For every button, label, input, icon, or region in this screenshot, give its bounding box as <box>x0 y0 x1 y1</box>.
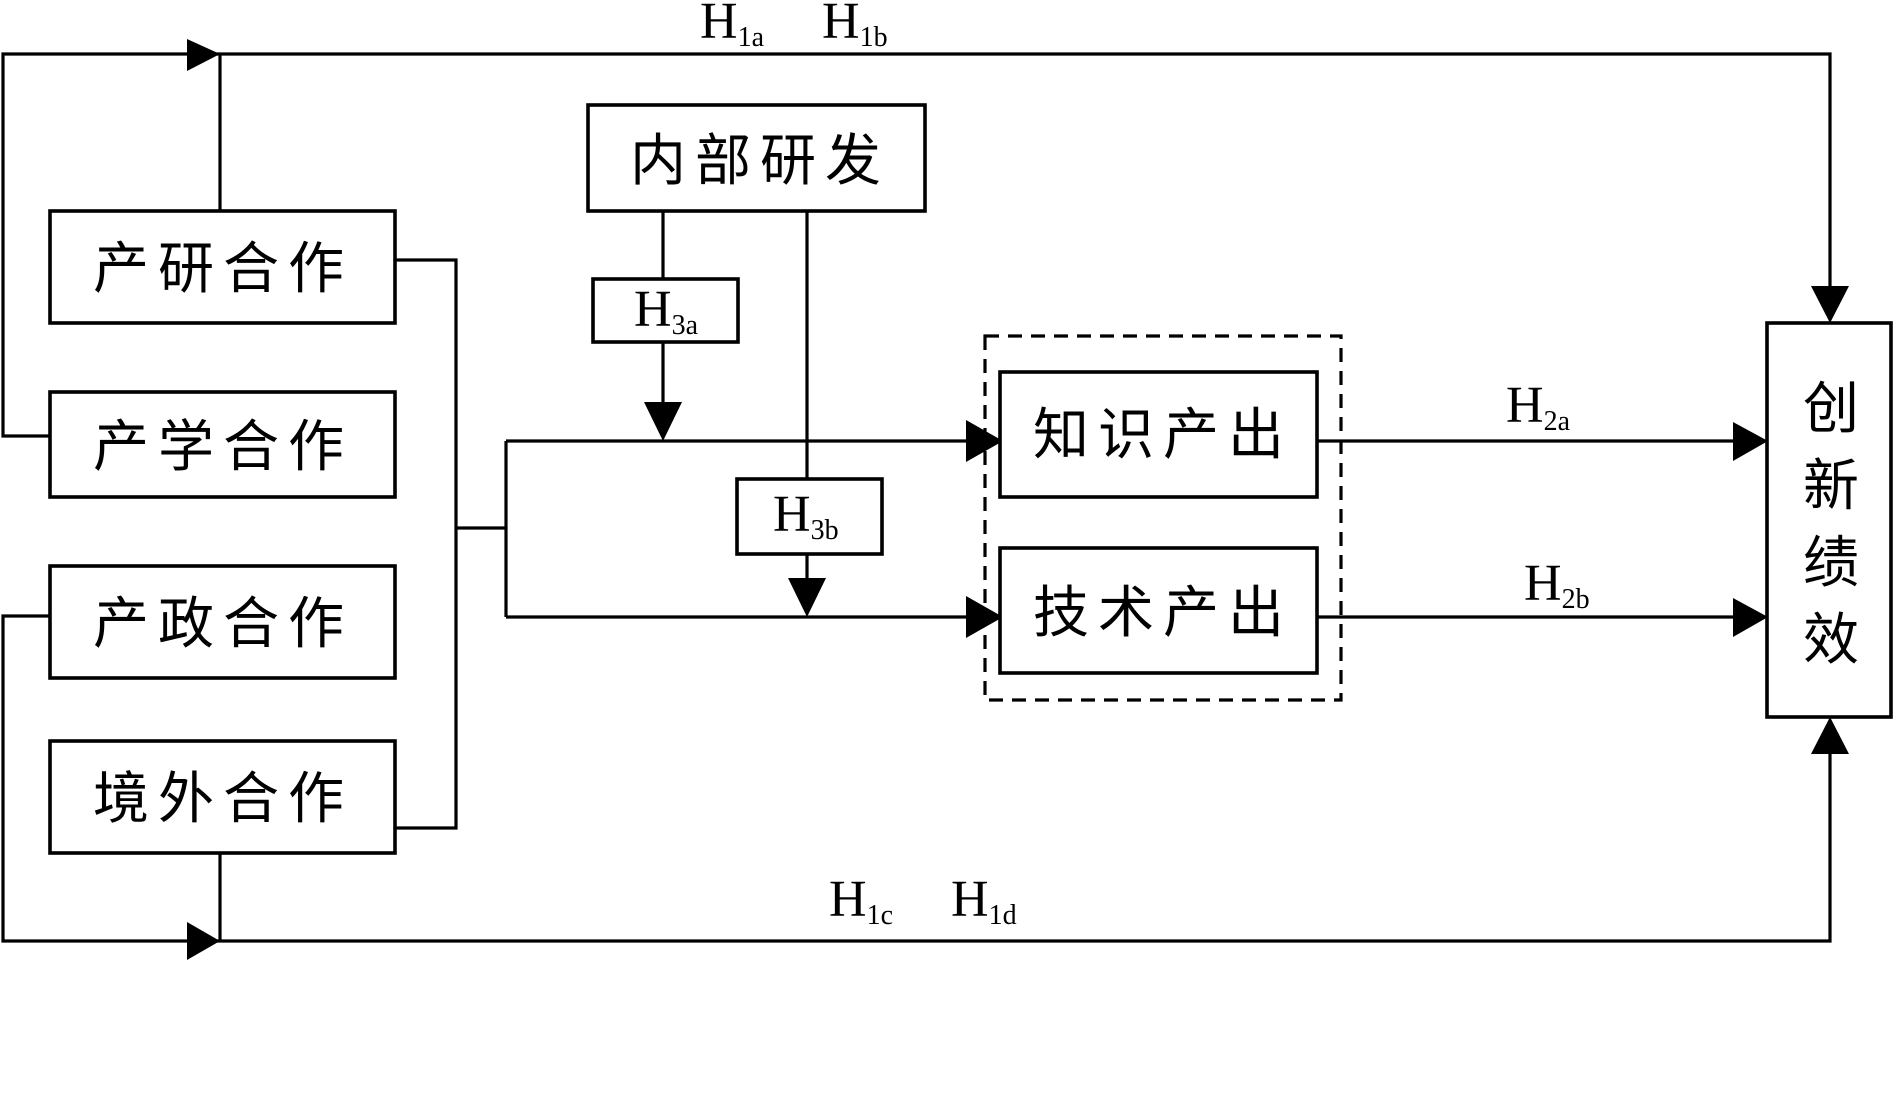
node-knowledge-output-label: 知识产出 <box>1033 403 1293 468</box>
moderator-h3a-box <box>591 277 740 344</box>
label-h2a: H2a <box>1506 377 1571 437</box>
arrowhead-h3a-down <box>644 402 682 441</box>
node-knowledge-output: 知识产出 <box>998 370 1319 499</box>
moderator-h3b-box <box>735 477 884 556</box>
node-innovation-performance-box <box>1765 321 1893 719</box>
node-chanyan-box <box>48 209 397 325</box>
arrowhead-down-performance <box>1811 286 1849 323</box>
connector-lines <box>1 52 1832 943</box>
node-chanzheng-label: 产政合作 <box>93 592 353 657</box>
node-internal-rnd-box <box>586 103 927 213</box>
node-chanxue-box <box>48 390 397 499</box>
node-chanzheng: 产政合作 <box>48 564 397 680</box>
label-h1d: H1d <box>951 871 1017 931</box>
node-innovation-performance-char-1: 创 <box>1803 377 1859 442</box>
node-knowledge-output-box <box>998 370 1319 499</box>
node-tech-output-box <box>998 546 1319 675</box>
node-jingwai: 境外合作 <box>48 739 397 855</box>
line-bottom-path <box>1 614 1832 943</box>
node-chanyan: 产研合作 <box>48 209 397 325</box>
node-jingwai-box <box>48 739 397 855</box>
node-innovation-performance-char-4: 效 <box>1803 608 1859 673</box>
arrowhead-up-performance <box>1811 717 1849 754</box>
arrowheads <box>187 39 1849 960</box>
node-innovation-performance-char-2: 新 <box>1803 454 1859 519</box>
node-internal-rnd: 内部研发 <box>586 103 927 213</box>
moderator-h3a-label: H3a <box>634 281 699 341</box>
node-internal-rnd-label: 内部研发 <box>630 129 890 194</box>
moderator-h3b-label: H3b <box>773 486 839 546</box>
label-h1b: H1b <box>822 0 888 53</box>
label-h1c: H1c <box>829 871 893 931</box>
arrowhead-top-right <box>187 39 220 71</box>
node-chanxue-label: 产学合作 <box>93 415 353 480</box>
moderator-h3b: H3b <box>735 477 884 556</box>
node-jingwai-label: 境外合作 <box>93 767 353 832</box>
arrowhead-bottom-right <box>187 922 220 960</box>
arrowhead-h3b-down <box>788 578 826 617</box>
line-right-bracket <box>395 258 458 830</box>
node-tech-output: 技术产出 <box>998 546 1319 675</box>
label-h2b: H2b <box>1524 555 1590 615</box>
node-innovation-performance: 创 新 绩 效 <box>1765 321 1893 719</box>
node-chanzheng-box <box>48 564 397 680</box>
node-innovation-performance-char-3: 绩 <box>1803 531 1859 596</box>
node-chanxue: 产学合作 <box>48 390 397 499</box>
node-tech-output-label: 技术产出 <box>1033 581 1293 646</box>
label-h1a: H1a <box>700 0 765 53</box>
arrowhead-h2a <box>1733 422 1768 461</box>
line-top-path <box>1 52 1832 438</box>
output-group-dashed-box <box>983 334 1343 702</box>
node-chanyan-label: 产研合作 <box>93 237 353 302</box>
moderator-h3a: H3a <box>591 277 740 344</box>
arrowhead-h2b <box>1733 598 1768 637</box>
